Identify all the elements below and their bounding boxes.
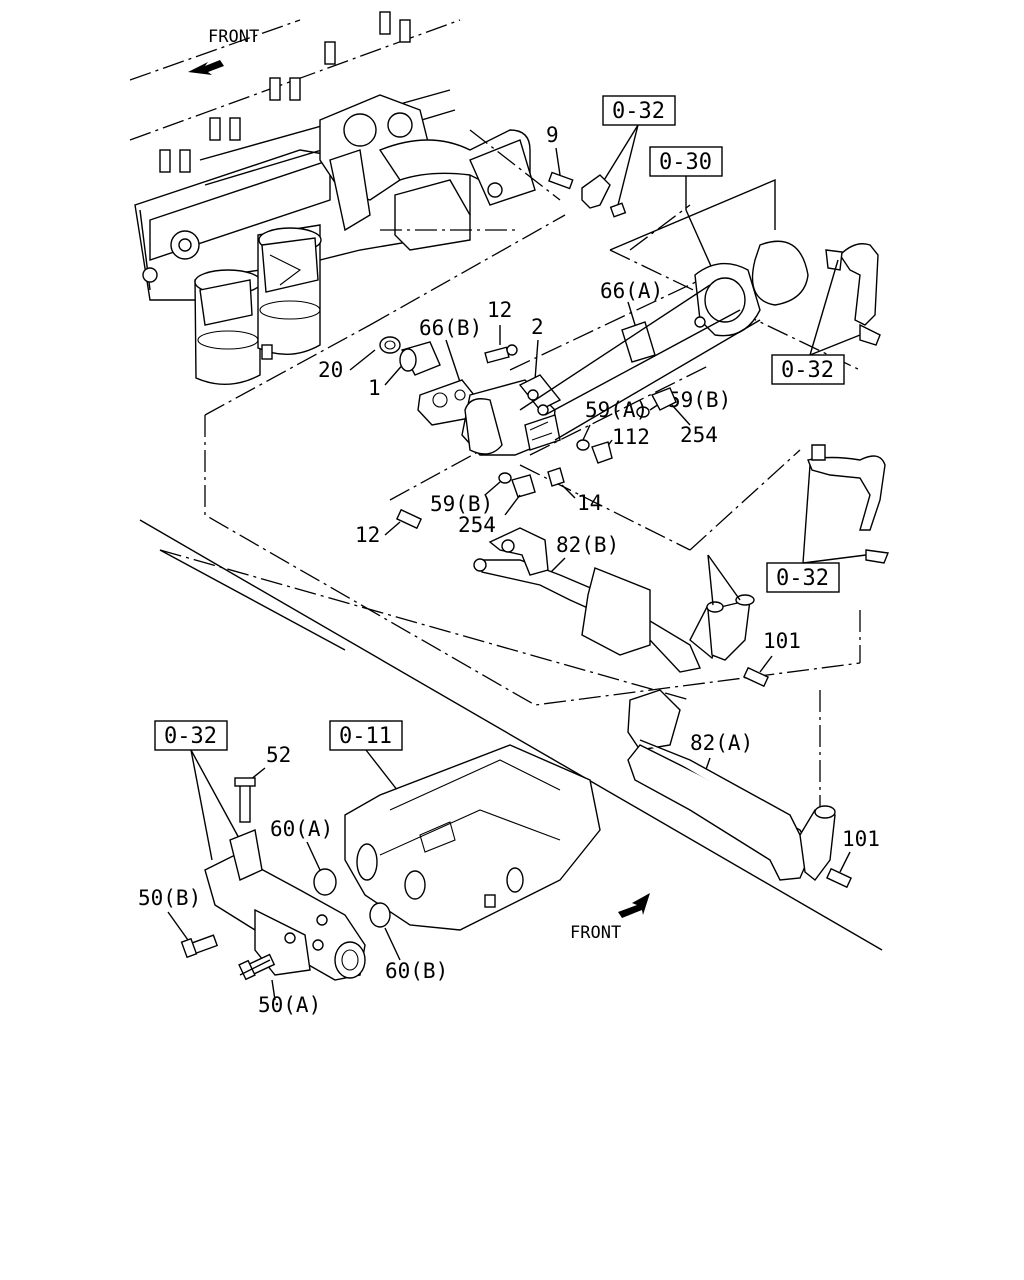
svg-text:0-30: 0-30 — [659, 150, 712, 175]
plug-254-top — [651, 387, 677, 411]
oring-60b — [369, 902, 391, 928]
callout-254-top: 254 — [680, 423, 718, 447]
callout-12b: 12 — [355, 523, 380, 547]
oring-59b-low — [498, 472, 512, 484]
front-arrow-icon — [188, 60, 224, 75]
section-line-left — [159, 549, 346, 651]
bolt-101-lower — [825, 867, 853, 889]
hose-upper — [839, 243, 879, 326]
callout-14: 14 — [577, 491, 602, 515]
ref-box-r2[interactable]: 0-30 — [649, 146, 723, 177]
callout-12a: 12 — [487, 298, 512, 322]
section-line-upper — [139, 519, 883, 951]
callout-82b: 82(B) — [556, 533, 619, 557]
manifold-studs — [159, 11, 411, 173]
callout-254-low: 254 — [458, 513, 496, 537]
oring-60a — [313, 868, 337, 896]
ref-box-r4[interactable]: 0-32 — [766, 562, 840, 593]
svg-text:0-32: 0-32 — [776, 566, 829, 591]
engine-block-drawing — [129, 11, 566, 386]
svg-text:0-32: 0-32 — [164, 724, 217, 749]
water-outlet — [204, 829, 366, 981]
callout-59a: 59(A) — [585, 398, 648, 422]
ref-box-r6[interactable]: 0-11 — [329, 720, 403, 751]
pipe-82b — [473, 527, 755, 673]
callout-50a: 50(A) — [258, 993, 321, 1017]
callout-52: 52 — [266, 743, 291, 767]
hose-middle — [807, 455, 886, 531]
callout-59b-top: 59(B) — [668, 388, 731, 412]
front-arrow-icon-bottom — [618, 893, 650, 918]
ref-box-r5[interactable]: 0-32 — [154, 720, 228, 751]
bolt-12-lower — [395, 508, 423, 530]
callout-60a: 60(A) — [270, 817, 333, 841]
plug-112 — [591, 441, 613, 464]
callout-112: 112 — [612, 425, 650, 449]
callout-59b-low: 59(B) — [430, 492, 493, 516]
callout-66a: 66(A) — [600, 279, 663, 303]
oring-20 — [379, 336, 401, 354]
front-arrow-bottom: FRONT — [570, 893, 650, 943]
front-label-bottom: FRONT — [570, 923, 621, 943]
callout-66b: 66(B) — [419, 316, 482, 340]
stud-9 — [548, 171, 574, 190]
gasket-large — [751, 240, 809, 306]
front-arrow-top: FRONT — [188, 27, 259, 75]
oring-59b-top — [636, 406, 650, 418]
svg-text:0-32: 0-32 — [781, 358, 834, 383]
callout-2: 2 — [531, 315, 544, 339]
oil-cooler-body — [461, 284, 761, 456]
plug-254-low — [511, 474, 536, 498]
bolt-12-upper — [484, 346, 510, 364]
ref-box-r1[interactable]: 0-32 — [602, 95, 676, 126]
callout-1: 1 — [368, 376, 381, 400]
front-label-top: FRONT — [208, 27, 259, 47]
gasket-66a — [621, 321, 656, 363]
pipe-82a — [627, 689, 836, 881]
svg-text:0-32: 0-32 — [612, 99, 665, 124]
bolt-101-upper — [742, 666, 770, 688]
callout-20: 20 — [318, 358, 343, 382]
svg-text:0-11: 0-11 — [339, 724, 392, 749]
callout-60b: 60(B) — [385, 959, 448, 983]
hose-clamp-top — [581, 174, 611, 209]
callout-9: 9 — [546, 123, 559, 147]
oil-filter-right — [257, 224, 322, 360]
callout-82a: 82(A) — [690, 731, 753, 755]
bolt-52 — [239, 781, 251, 823]
ref-box-r3[interactable]: 0-32 — [771, 354, 845, 385]
oil-filter-left — [194, 269, 262, 386]
plug-14 — [547, 467, 565, 487]
cylinder-head — [344, 744, 601, 931]
callout-101a: 101 — [763, 629, 801, 653]
oring-59a — [576, 439, 590, 451]
oil-cooler-cover — [694, 262, 761, 337]
callout-101b: 101 — [842, 827, 880, 851]
callout-50b: 50(B) — [138, 886, 201, 910]
